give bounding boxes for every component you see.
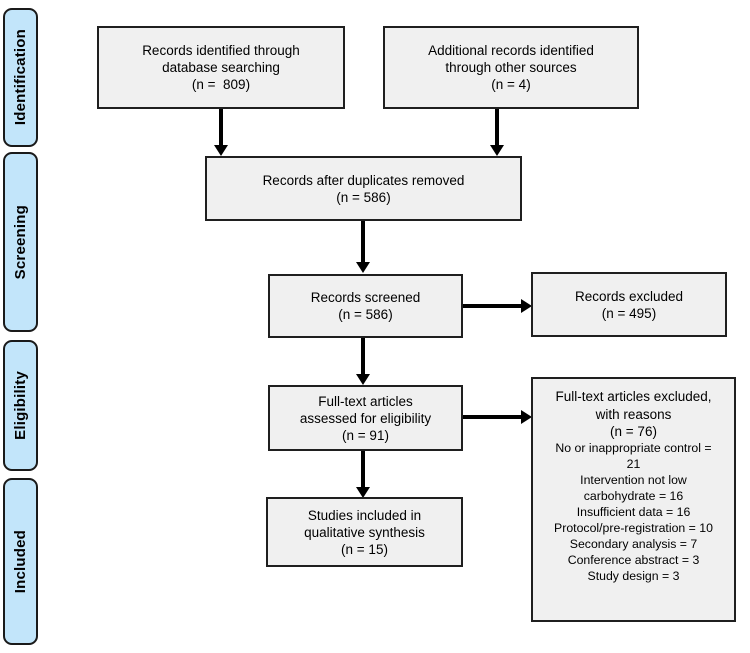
box-records-excluded: Records excluded (n = 495) [531,272,727,337]
stage-label-identification: Identification [12,29,29,126]
box-line: Records after duplicates removed [262,172,465,188]
arrowhead-fulltext-to-included [356,487,370,498]
connector-other-sources-to-duplicates [495,109,499,147]
connector-database-to-duplicates [219,109,223,147]
box-line: Records excluded [574,288,684,304]
box-count: (n = 4) [491,77,531,92]
arrowhead-database-to-duplicates [214,145,228,156]
connector-fulltext-to-included [361,451,365,489]
box-count: (n = 586) [338,307,393,322]
box-records-screened: Records screened (n = 586) [268,274,463,338]
stage-tab-eligibility: Eligibility [3,340,38,471]
exclusion-reason: Secondary analysis = 7 [569,536,698,551]
box-additional-records-other-sources: Additional records identified through ot… [383,26,639,109]
exclusion-reason: Intervention not low carbohydrate = 16 [580,472,687,503]
box-count: (n = 809) [191,77,251,92]
box-line: Studies included in [307,507,422,523]
arrowhead-screened-to-fulltext [356,374,370,385]
box-line: Full-text articles [318,393,413,409]
box-count: (n = 586) [336,189,391,205]
box-line: qualitative synthesis [304,524,425,540]
box-count: (n = 15) [341,541,388,557]
box-fulltext-articles-excluded-with-reasons: Full-text articles excluded, with reason… [531,377,736,622]
box-line: through other sources [445,60,577,75]
connector-fulltext-to-excluded-reasons [463,415,525,419]
stage-tab-identification: Identification [3,8,38,147]
box-line: with reasons [595,406,672,422]
arrowhead-duplicates-to-screened [356,262,370,273]
box-line: Records screened [310,290,421,305]
connector-screened-to-excluded [463,304,525,308]
exclusion-reason: Conference abstract = 3 [567,552,700,567]
exclusion-reason: Protocol/pre-registration = 10 [554,520,713,535]
exclusion-reason: Insufficient data = 16 [576,504,691,519]
box-line: Records identified through [142,43,300,58]
box-count: (n = 495) [601,305,657,321]
box-fulltext-assessed-for-eligibility: Full-text articles assessed for eligibil… [268,385,463,451]
box-count: (n = 76) [610,424,657,440]
arrowhead-other-sources-to-duplicates [490,145,504,156]
connector-duplicates-to-screened [361,221,365,264]
box-count: (n = 91) [342,427,389,443]
stage-tab-screening: Screening [3,152,38,332]
exclusion-reason: No or inappropriate control = 21 [555,440,712,471]
box-line: Additional records identified [428,43,594,58]
stage-label-screening: Screening [12,204,29,280]
box-line: Full-text articles excluded, [555,389,712,404]
arrowhead-fulltext-to-excluded-reasons [521,410,532,424]
arrowhead-screened-to-excluded [521,299,532,313]
box-line: database searching [162,60,280,75]
connector-screened-to-fulltext [361,338,365,377]
exclusion-reason: Study design = 3 [587,568,680,583]
stage-label-included: Included [12,529,29,594]
stage-tab-included: Included [3,478,38,645]
box-records-identified-database: Records identified through database sear… [97,26,345,109]
stage-label-eligibility: Eligibility [12,371,29,440]
box-records-after-duplicates-removed: Records after duplicates removed (n = 58… [205,156,522,221]
box-line: assessed for eligibility [299,410,432,426]
box-studies-included-qualitative-synthesis: Studies included in qualitative synthesi… [266,497,463,567]
